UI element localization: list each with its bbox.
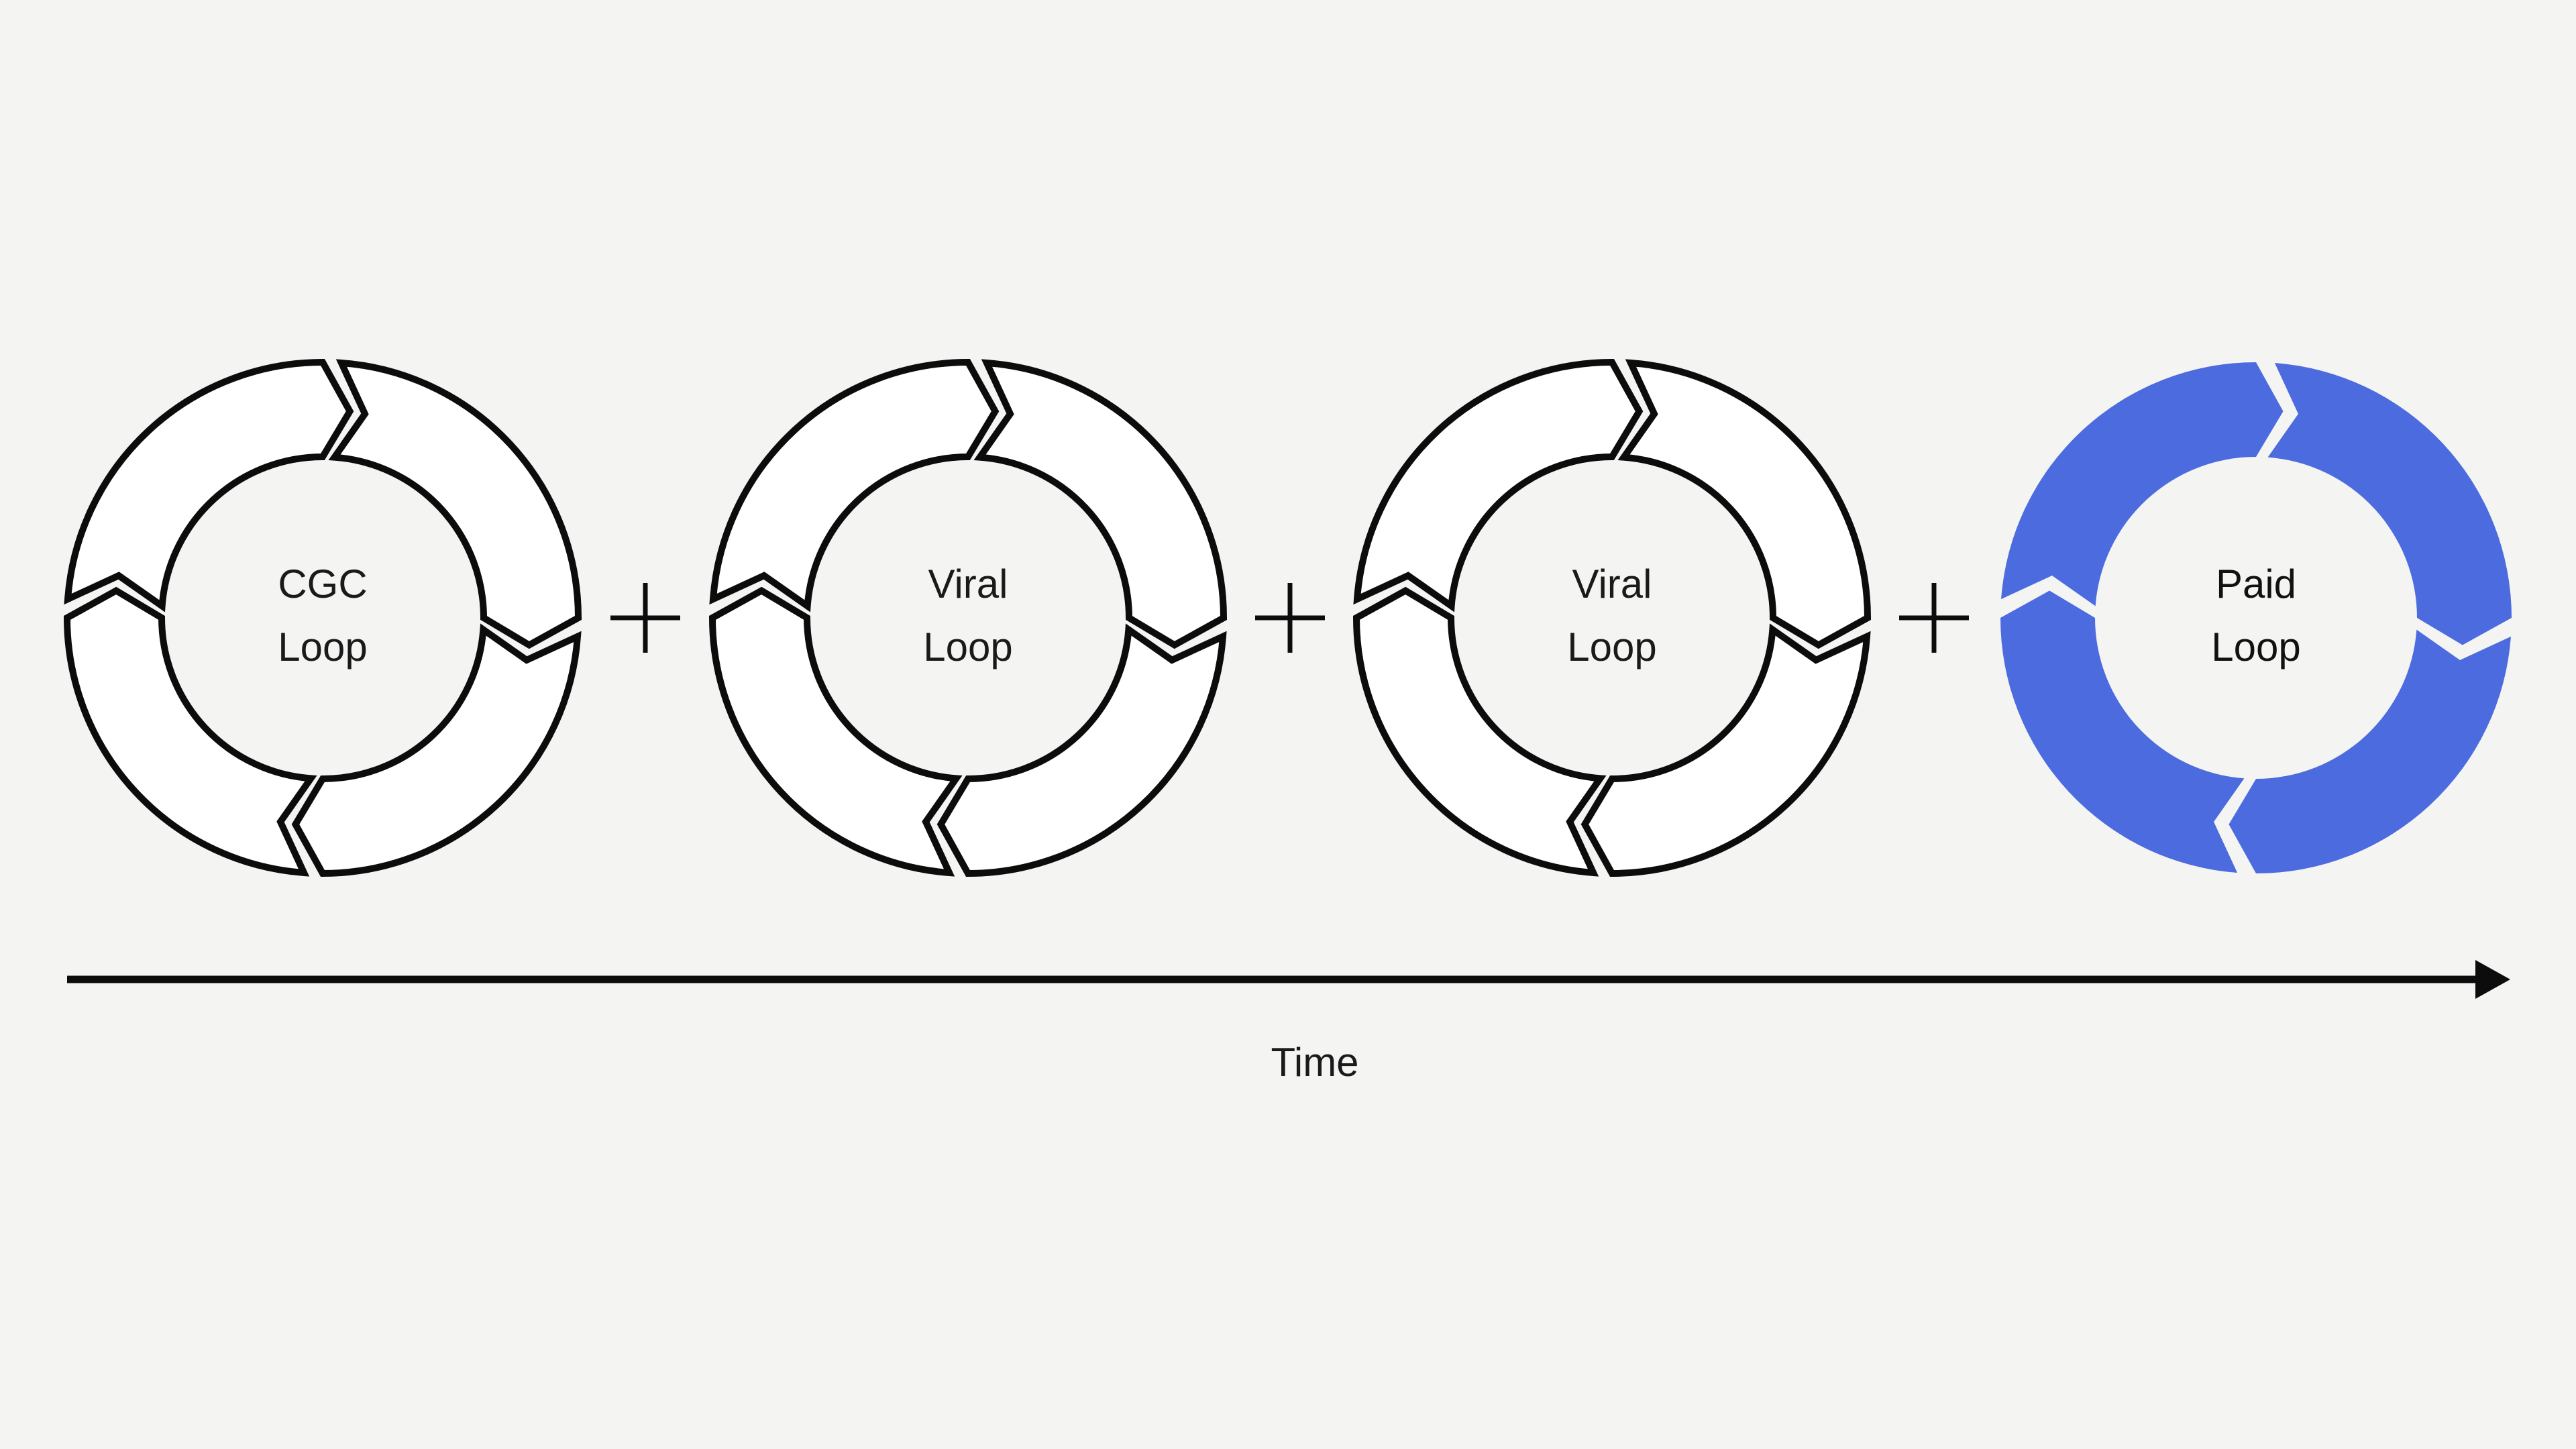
loop-inner-disc — [162, 457, 484, 779]
loop-arrow-segment-4 — [1353, 358, 1644, 612]
loop-3-ring — [1352, 358, 1872, 877]
loop-arrow-segment-4 — [2001, 362, 2284, 606]
loop-arrow-segment-2 — [291, 623, 582, 877]
plus-operator-3 — [1899, 583, 1969, 653]
loop-arrow-segment-3 — [63, 586, 317, 877]
loop-arrow-segment-2 — [2229, 629, 2511, 873]
loop-label-line-1: Viral — [1572, 561, 1652, 606]
loop-arrow-segment-2 — [1580, 623, 1871, 877]
loop-label-line-2: Loop — [278, 625, 367, 669]
loop-label-line-1: Paid — [2216, 561, 2296, 606]
loop-label-line-2: Loop — [1567, 625, 1656, 669]
operators-group — [610, 583, 1969, 653]
loop-arrow-segment-4 — [709, 358, 1000, 612]
loop-label-line-1: Viral — [928, 561, 1008, 606]
loop-inner-disc — [1451, 457, 1773, 779]
loop-arrow-segment-3 — [2000, 590, 2245, 873]
loop-label-line-2: Loop — [923, 625, 1012, 669]
time-axis-line — [67, 975, 2475, 983]
loop-4-ring — [2000, 362, 2512, 873]
time-axis-caption: Time — [1271, 1040, 1358, 1085]
loop-label-line-2: Loop — [2211, 625, 2300, 669]
loop-1-ring — [63, 358, 582, 877]
loop-inner-disc — [807, 457, 1129, 779]
loop-arrow-segment-1 — [1617, 359, 1872, 649]
loop-arrow-segment-1 — [2267, 363, 2512, 645]
plus-operator-1 — [610, 583, 680, 653]
loop-arrow-segment-3 — [708, 586, 963, 877]
loops-group — [63, 358, 2512, 877]
loop-1-label: CGC Loop — [278, 561, 367, 669]
loop-2-ring — [708, 358, 1228, 877]
time-axis-group: Time — [67, 960, 2510, 1085]
loop-arrow-segment-4 — [64, 358, 354, 612]
loop-arrow-segment-1 — [973, 359, 1228, 649]
plus-operator-2 — [1255, 583, 1325, 653]
loop-arrow-segment-2 — [936, 623, 1227, 877]
time-axis-arrowhead-icon — [2475, 960, 2510, 999]
loop-label-line-1: CGC — [278, 561, 367, 606]
loop-arrow-segment-3 — [1352, 586, 1607, 877]
loop-arrow-segment-1 — [328, 359, 582, 649]
